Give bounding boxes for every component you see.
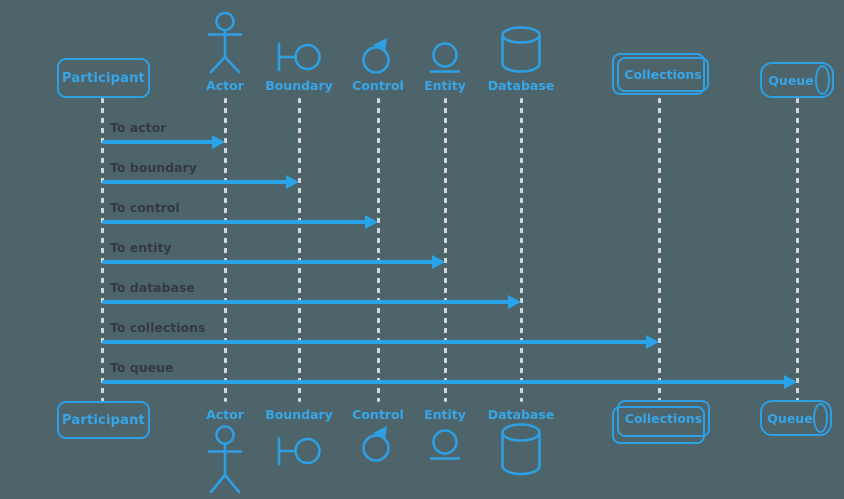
control-label-bottom: Control bbox=[352, 407, 404, 422]
message-arrowhead-icon bbox=[508, 295, 521, 309]
collections-stack-front-layer: Collections bbox=[617, 57, 709, 92]
message-arrowhead-icon bbox=[365, 215, 378, 229]
boundary-label-top: Boundary bbox=[265, 78, 333, 93]
entity-label-bottom: Entity bbox=[424, 407, 466, 422]
entity-icon-bottom bbox=[430, 429, 460, 461]
actor-label-top: Actor bbox=[206, 78, 244, 93]
message-arrow-line bbox=[102, 300, 510, 304]
message-label: To database bbox=[110, 280, 195, 295]
message-label: To entity bbox=[110, 240, 172, 255]
lifeline-control bbox=[377, 98, 380, 402]
message-arrow-line bbox=[102, 380, 786, 384]
message-label: To collections bbox=[110, 320, 206, 335]
message-arrow-line bbox=[102, 140, 214, 144]
message-label: To queue bbox=[110, 360, 174, 375]
lifeline-participant bbox=[101, 98, 104, 402]
queue-cylinder-end-icon bbox=[815, 65, 830, 95]
message-arrow-line bbox=[102, 260, 434, 264]
database-label-top: Database bbox=[487, 78, 555, 93]
message-arrowhead-icon bbox=[432, 255, 445, 269]
lifeline-database bbox=[520, 98, 523, 402]
entity-icon-top bbox=[430, 42, 460, 74]
control-icon-top bbox=[358, 36, 396, 74]
queue-label-bottom: Queue bbox=[767, 410, 813, 426]
lifeline-actor bbox=[224, 98, 227, 402]
entity-label-top: Entity bbox=[424, 78, 466, 93]
message-arrowhead-icon bbox=[286, 175, 299, 189]
message-arrowhead-icon bbox=[784, 375, 797, 389]
lifeline-queue bbox=[796, 98, 799, 402]
control-icon-bottom bbox=[358, 424, 396, 462]
actor-icon-top bbox=[207, 9, 243, 75]
control-label-top: Control bbox=[352, 78, 404, 93]
collections-box-bottom: Collections bbox=[612, 400, 710, 444]
participant-box-top: Participant bbox=[57, 58, 150, 98]
queue-label-top: Queue bbox=[768, 72, 814, 88]
queue-box-bottom: Queue bbox=[760, 400, 832, 436]
message-arrow-line bbox=[102, 340, 648, 344]
message-label: To boundary bbox=[110, 160, 197, 175]
message-arrowhead-icon bbox=[212, 135, 225, 149]
collections-stack-back-layer bbox=[612, 53, 705, 95]
lifeline-collections bbox=[658, 98, 661, 402]
boundary-label-bottom: Boundary bbox=[265, 407, 333, 422]
actor-icon-bottom bbox=[207, 424, 243, 495]
boundary-icon-top bbox=[277, 42, 322, 72]
queue-cylinder-end-icon bbox=[813, 403, 828, 433]
message-arrowhead-icon bbox=[646, 335, 659, 349]
participant-box-bottom: Participant bbox=[57, 401, 150, 439]
message-label: To actor bbox=[110, 120, 167, 135]
collections-box-top: Collections bbox=[612, 53, 709, 97]
collections-stack-front-layer: Collections bbox=[617, 400, 710, 437]
database-label-bottom: Database bbox=[487, 407, 555, 422]
message-arrow-line bbox=[102, 180, 288, 184]
database-icon-bottom bbox=[501, 423, 541, 477]
collections-stack-back-layer bbox=[612, 406, 705, 444]
actor-label-bottom: Actor bbox=[206, 407, 244, 422]
boundary-icon-bottom bbox=[277, 436, 322, 466]
message-arrow-line bbox=[102, 220, 367, 224]
lifeline-entity bbox=[444, 98, 447, 402]
message-label: To control bbox=[110, 200, 180, 215]
lifeline-boundary bbox=[298, 98, 301, 402]
queue-box-top: Queue bbox=[760, 62, 834, 98]
database-icon-top bbox=[501, 26, 541, 74]
